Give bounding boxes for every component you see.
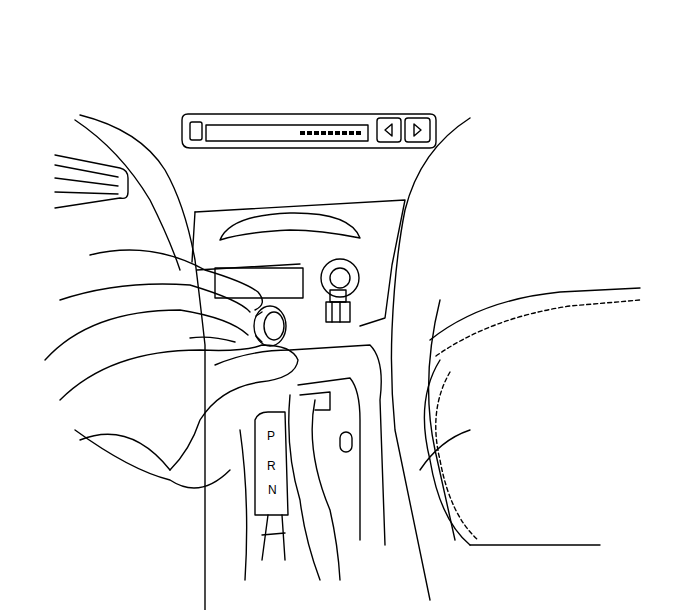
gear-position-letter: R: [266, 460, 277, 472]
gear-position-letter: P: [266, 430, 276, 442]
gear-position-letter: N: [267, 484, 278, 496]
